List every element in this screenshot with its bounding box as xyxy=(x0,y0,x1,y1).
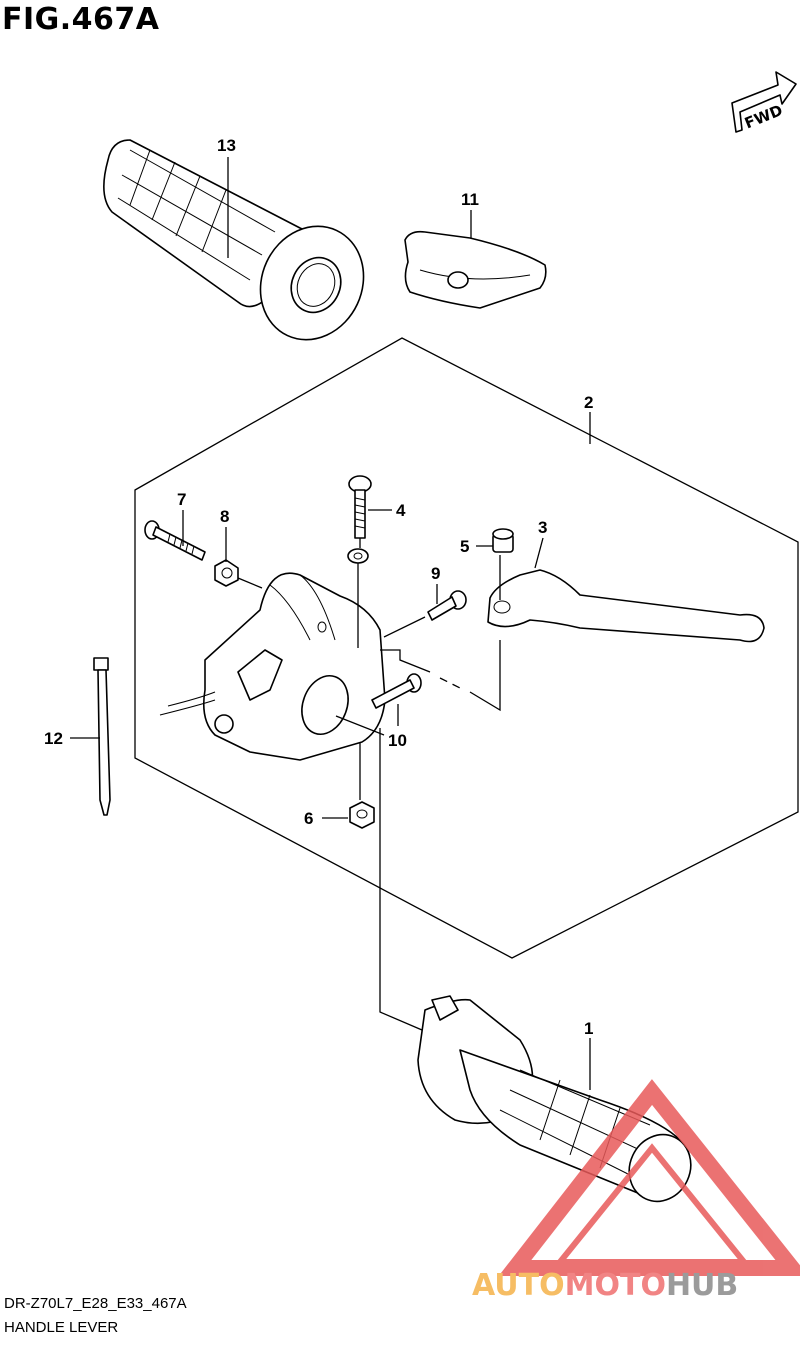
nut-part-6 xyxy=(349,801,375,829)
leader-lines xyxy=(70,157,591,1090)
bolt-part-10 xyxy=(371,673,422,709)
callout-3: 3 xyxy=(538,518,547,537)
callout-6: 6 xyxy=(304,809,313,828)
figure-name: HANDLE LEVER xyxy=(4,1319,119,1336)
bolt-part-7 xyxy=(144,520,206,561)
callout-10: 10 xyxy=(388,731,407,750)
watermark-moto: MOTO xyxy=(565,1268,666,1303)
callout-7: 7 xyxy=(177,490,186,509)
left-grip-part-13 xyxy=(103,139,365,341)
nut-part-8 xyxy=(214,559,239,587)
watermark-auto: AUTO xyxy=(472,1268,565,1303)
lever-part-3 xyxy=(487,569,765,643)
washer-part-upper xyxy=(347,548,369,564)
callout-13: 13 xyxy=(217,136,236,155)
lever-holder-body xyxy=(159,572,386,761)
cable-tie-part-12 xyxy=(93,657,111,816)
collar-part-5 xyxy=(492,528,514,553)
fwd-arrow-icon: FWD xyxy=(731,71,797,133)
callout-2: 2 xyxy=(584,393,593,412)
callout-12: 12 xyxy=(44,729,63,748)
watermark-logo: AUTOMOTOHUB xyxy=(472,1079,800,1303)
figure-code: DR-Z70L7_E28_E33_467A xyxy=(4,1295,187,1312)
bolt-part-9 xyxy=(427,590,467,621)
callout-9: 9 xyxy=(431,564,440,583)
screw-part-4 xyxy=(348,475,372,539)
figure-title: FIG.467A xyxy=(2,2,160,37)
watermark-hub: HUB xyxy=(666,1268,738,1303)
callout-1: 1 xyxy=(584,1019,593,1038)
callout-4: 4 xyxy=(396,501,406,520)
throttle-grip-part-1 xyxy=(417,995,692,1203)
lever-cover-part-11 xyxy=(404,230,547,309)
warning-triangle-icon xyxy=(498,1079,800,1276)
svg-text:AUTOMOTOHUB: AUTOMOTOHUB xyxy=(472,1268,738,1303)
assembly-outline xyxy=(134,337,799,959)
callout-5: 5 xyxy=(460,537,469,556)
callout-11: 11 xyxy=(461,190,479,209)
callout-8: 8 xyxy=(220,507,229,526)
